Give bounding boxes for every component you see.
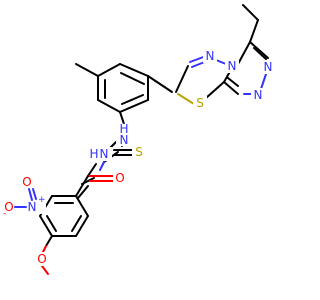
bond bbox=[177, 93, 195, 105]
label-background bbox=[193, 96, 207, 110]
label-background bbox=[225, 59, 239, 73]
bond bbox=[223, 81, 239, 95]
atom-o-methoxy: O bbox=[37, 252, 46, 266]
atom-o-nitro-single: O bbox=[4, 200, 13, 214]
atom-s-thione: S bbox=[135, 145, 143, 159]
bond bbox=[87, 163, 97, 177]
bond bbox=[121, 94, 144, 105]
bond bbox=[71, 215, 82, 232]
bond bbox=[28, 188, 33, 201]
atom-n-fused: N bbox=[228, 59, 237, 73]
atom-n-thiadiazole: N bbox=[206, 49, 215, 63]
bond bbox=[119, 63, 149, 77]
atom-s-thiadiazole: S bbox=[196, 96, 204, 110]
label-background bbox=[132, 145, 146, 159]
bond bbox=[99, 161, 105, 171]
bond bbox=[45, 235, 53, 247]
bond bbox=[97, 63, 121, 77]
bond bbox=[253, 47, 267, 60]
atom-h-lower: H bbox=[89, 147, 98, 161]
bond bbox=[46, 215, 57, 232]
bond bbox=[97, 99, 121, 113]
bond bbox=[237, 41, 251, 65]
label-background bbox=[26, 200, 46, 214]
atom-labels: N N N N S H N S H N O O N + O - O bbox=[2, 49, 275, 266]
bond bbox=[119, 99, 149, 113]
label-background bbox=[261, 60, 275, 74]
label-background bbox=[251, 88, 265, 102]
bond bbox=[249, 19, 259, 43]
molecule-structure: N N N N S H N S H N O O N + O - O bbox=[2, 4, 275, 275]
bond bbox=[205, 81, 225, 99]
bond bbox=[147, 75, 173, 93]
bond bbox=[175, 65, 189, 93]
atom-n-lower: N bbox=[100, 147, 109, 161]
nitro-bonds bbox=[14, 188, 37, 208]
bond bbox=[39, 215, 53, 237]
molecule-canvas: N N N N S H N S H N O O N + O - O bbox=[2, 4, 275, 275]
bond bbox=[77, 185, 89, 199]
atom-h-upper: H bbox=[119, 122, 128, 136]
bond bbox=[119, 111, 125, 125]
label-background bbox=[88, 147, 112, 161]
bond bbox=[75, 215, 89, 237]
atom-n-nitro: N bbox=[28, 200, 37, 214]
atom-n-nitro-charge: + bbox=[38, 195, 46, 205]
bond bbox=[75, 63, 99, 77]
bond bbox=[249, 41, 269, 59]
atom-o-nitro-charge: - bbox=[3, 209, 6, 219]
label-background bbox=[20, 175, 34, 189]
bond bbox=[41, 265, 49, 275]
bond bbox=[227, 77, 239, 87]
bond bbox=[75, 175, 89, 197]
label-background bbox=[113, 171, 127, 185]
atom-n-triazole-2: N bbox=[254, 88, 263, 102]
atom-o-nitro-double: O bbox=[22, 175, 31, 189]
atom-n-upper: N bbox=[120, 133, 129, 147]
label-background bbox=[203, 49, 217, 63]
atom-o-amide: O bbox=[115, 171, 124, 185]
bonds-lower bbox=[39, 145, 123, 275]
bond bbox=[242, 4, 259, 21]
bond bbox=[120, 72, 145, 85]
bond bbox=[32, 188, 37, 200]
bond bbox=[215, 59, 227, 65]
label-background bbox=[35, 252, 49, 266]
label-background bbox=[2, 200, 20, 214]
label-background bbox=[116, 124, 132, 146]
bond bbox=[75, 195, 89, 217]
bonds bbox=[75, 4, 269, 199]
atom-n-triazole-1: N bbox=[264, 60, 273, 74]
